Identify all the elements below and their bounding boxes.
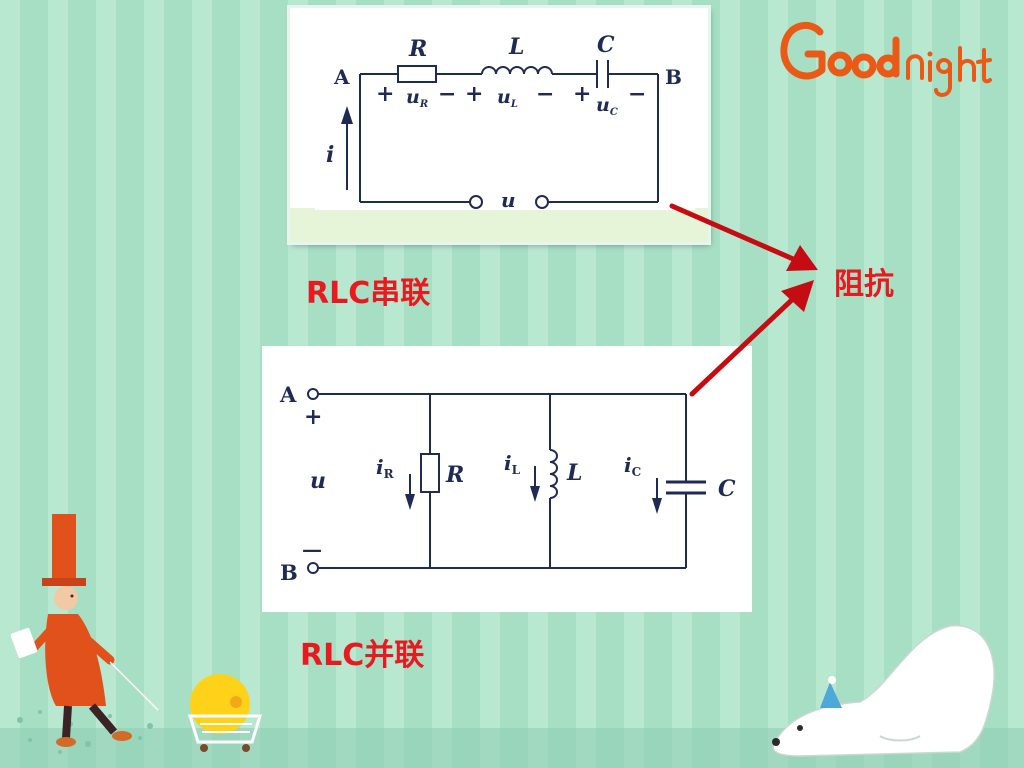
- inductor-label: L: [508, 34, 524, 60]
- terminal-right: [535, 195, 549, 209]
- ir-arrow-icon: [405, 494, 415, 510]
- ir-current-label: iR: [376, 455, 395, 481]
- capacitor-label: C: [718, 476, 736, 502]
- current-arrow-icon: [341, 106, 353, 124]
- node-a-label: A: [279, 382, 297, 407]
- series-circuit-panel: A B R L C + uR − + uL − + uC − i u: [290, 8, 708, 242]
- terminal-left: [469, 195, 483, 209]
- voltage-label: u: [310, 468, 326, 494]
- boy-illustration: [10, 514, 159, 747]
- inductor-symbol: [481, 66, 553, 75]
- ul-plus-sign: +: [465, 81, 483, 107]
- plus-sign: +: [304, 404, 322, 430]
- impedance-label: 阻抗: [834, 267, 894, 302]
- resistor-label: R: [408, 36, 427, 62]
- ic-arrow-icon: [652, 498, 662, 514]
- inductor-label: L: [566, 460, 582, 486]
- ic-current-label: iC: [624, 453, 641, 479]
- resistor-label: R: [445, 462, 464, 488]
- ur-voltage-label: uR: [406, 86, 428, 110]
- il-arrow-icon: [530, 486, 540, 502]
- parallel-circuit-panel: A B + — u iR R iL L iC C: [262, 346, 752, 612]
- uc-voltage-label: uC: [596, 94, 618, 118]
- resistor-symbol: [420, 453, 440, 493]
- inductor-symbol: [549, 449, 558, 499]
- cart-with-chick-illustration: [187, 674, 263, 752]
- parallel-caption: RLC并联: [300, 638, 425, 673]
- polar-bear-illustration: [772, 625, 995, 757]
- uc-minus-sign: −: [628, 81, 646, 107]
- resistor-symbol: [397, 65, 437, 83]
- terminal-a: [307, 388, 319, 400]
- node-b-label: B: [665, 65, 682, 89]
- series-caption: RLC串联: [306, 276, 431, 311]
- ur-minus-sign: −: [438, 81, 456, 107]
- uc-plus-sign: +: [573, 81, 591, 107]
- terminal-b: [307, 562, 319, 574]
- ur-plus-sign: +: [376, 81, 394, 107]
- parallel-circuit-diagram: A B + — u iR R iL L iC C: [279, 382, 736, 585]
- current-label: i: [326, 142, 334, 168]
- capacitor-label: C: [597, 32, 615, 58]
- minus-sign: —: [302, 537, 322, 561]
- ul-minus-sign: −: [536, 81, 554, 107]
- il-current-label: iL: [504, 451, 521, 477]
- series-circuit-diagram: A B R L C + uR − + uL − + uC − i u: [290, 30, 708, 242]
- node-b-label: B: [280, 560, 298, 585]
- good-night-logo: [780, 21, 992, 97]
- source-voltage-label: u: [501, 188, 516, 212]
- ul-voltage-label: uL: [497, 86, 518, 110]
- node-a-label: A: [333, 65, 350, 89]
